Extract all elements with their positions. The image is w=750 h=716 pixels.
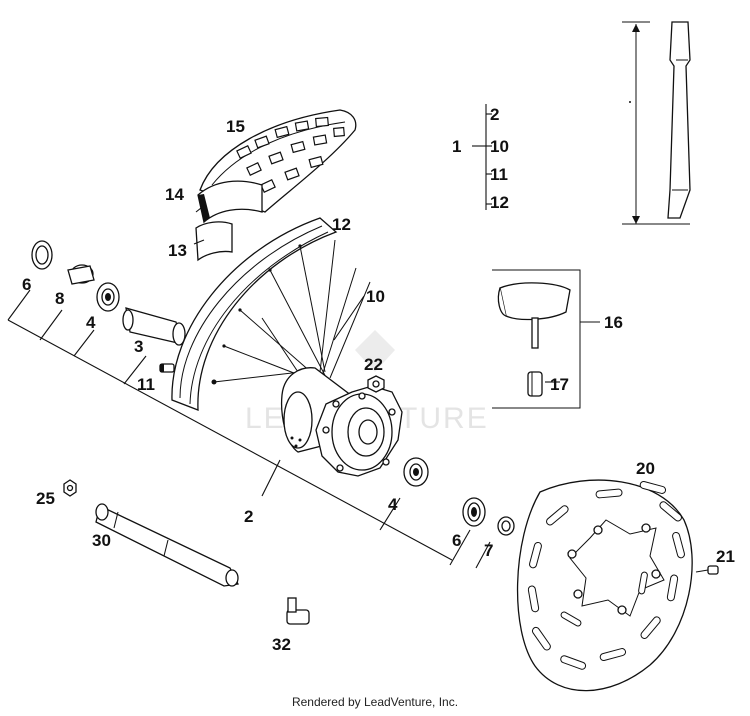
kit-item-label: 10 [490, 137, 509, 156]
kit-item-label: 11 [490, 165, 508, 184]
callouts: 15 14 13 12 10 6 8 4 3 11 22 2 4 6 7 16 … [22, 117, 735, 654]
screw-21 [695, 565, 719, 575]
callout-16: 16 [604, 313, 623, 332]
callout-14: 14 [165, 185, 184, 204]
callout-3: 3 [134, 337, 143, 356]
callout-22: 22 [364, 355, 383, 374]
brake-disc-20 [516, 479, 693, 692]
footer-credit: Rendered by LeadVenture, Inc. [291, 695, 459, 709]
callout-15: 15 [226, 117, 245, 136]
nut-22 [367, 375, 385, 393]
seal-6-right [462, 497, 486, 527]
callout-30: 30 [92, 531, 111, 550]
valve-assembly [492, 269, 581, 409]
bearing-4-left [96, 282, 120, 312]
spoke-detail [622, 21, 691, 225]
callout-12: 12 [332, 215, 351, 234]
screw-11 [159, 363, 175, 373]
kit-item-label: 12 [490, 193, 509, 212]
callout-6: 6 [452, 531, 461, 550]
spacer-8 [67, 264, 95, 285]
callout-4: 4 [86, 313, 96, 332]
bolt-32 [286, 597, 310, 625]
callout-11: 11 [137, 375, 155, 394]
kit-list: 1 2 10 11 12 [452, 105, 509, 212]
callout-20: 20 [636, 459, 655, 478]
nut-25 [63, 479, 77, 497]
kit-item-label: 2 [490, 105, 499, 124]
leader-lines [7, 104, 600, 569]
rim [171, 217, 338, 411]
axle-30 [95, 503, 239, 587]
callout-4: 4 [388, 495, 398, 514]
callout-32: 32 [272, 635, 291, 654]
callout-2: 2 [244, 507, 253, 526]
seal-6-left [31, 240, 53, 270]
hub [280, 367, 403, 477]
callout-21: 21 [716, 547, 735, 566]
spacer-7 [497, 516, 515, 536]
callout-10: 10 [366, 287, 385, 306]
distance-tube-3 [122, 307, 186, 346]
kit-main-label: 1 [452, 137, 461, 156]
bearing-4-right [403, 457, 429, 487]
callout-7: 7 [484, 541, 493, 560]
callout-6: 6 [22, 275, 31, 294]
callout-8: 8 [55, 289, 64, 308]
inner-tube [195, 221, 233, 262]
spokes [213, 239, 371, 391]
callout-25: 25 [36, 489, 55, 508]
callout-17: 17 [550, 375, 569, 394]
callout-13: 13 [168, 241, 187, 260]
rim-tape [197, 180, 263, 224]
